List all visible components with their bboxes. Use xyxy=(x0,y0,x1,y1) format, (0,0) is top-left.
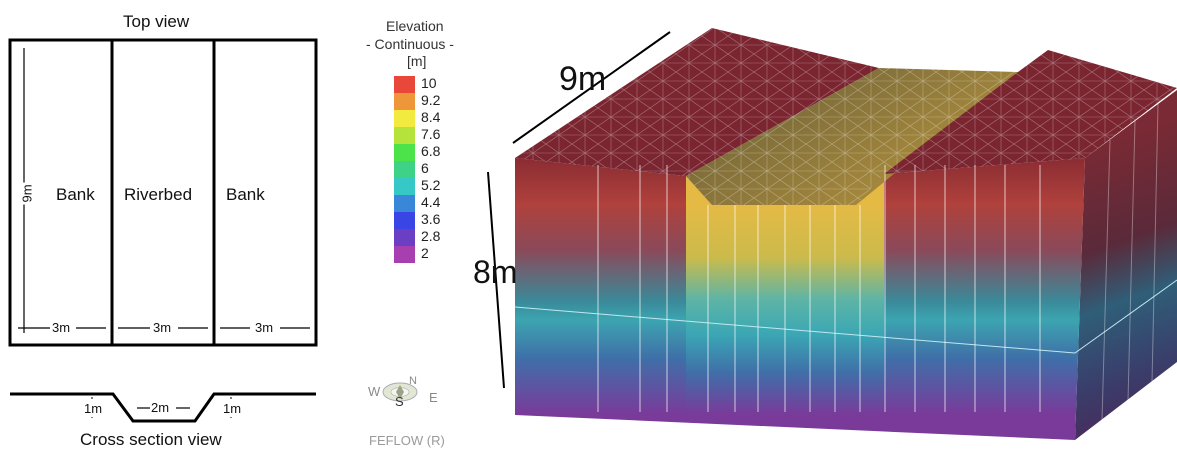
compass-east: E xyxy=(429,390,438,405)
legend-unit: [m] xyxy=(407,53,427,69)
model-3d-drawing xyxy=(487,28,1177,440)
legend-value: 7.6 xyxy=(421,126,441,142)
software-label: FEFLOW (R) xyxy=(369,433,445,448)
legend-swatch xyxy=(394,246,415,263)
width-dimension-label-1: 3m xyxy=(52,320,71,335)
legend-swatch xyxy=(394,110,415,127)
compass: W N S E xyxy=(368,375,448,416)
legend-value: 2 xyxy=(421,245,429,261)
top-view-panel: Top view Bank Riverbed Bank 9m 3m 3m 3m xyxy=(0,0,330,360)
legend-swatch xyxy=(394,93,415,110)
legend-value: 6.8 xyxy=(421,143,441,159)
legend-swatch xyxy=(394,229,415,246)
width-dimension-label-2: 3m xyxy=(153,320,172,335)
legend-subtitle: - Continuous - xyxy=(366,36,454,52)
compass-rose-icon xyxy=(382,382,418,402)
legend-swatch xyxy=(394,178,415,195)
legend-swatch xyxy=(394,212,415,229)
width-dimension-label-3: 3m xyxy=(255,320,274,335)
cross-section-panel: 1m 2m 1m Cross section view xyxy=(0,380,330,453)
compass-west: W xyxy=(368,384,381,399)
cross-dim-label-center: 2m xyxy=(151,400,170,415)
zone-label-bank-right: Bank xyxy=(226,185,265,204)
model-length-label: 9m xyxy=(559,60,607,98)
legend-value: 3.6 xyxy=(421,211,441,227)
cross-dim-label-left: 1m xyxy=(84,401,103,416)
legend-swatch xyxy=(394,144,415,161)
legend-value: 4.4 xyxy=(421,194,441,210)
legend-value: 2.8 xyxy=(421,228,441,244)
zone-label-bank-left: Bank xyxy=(56,185,95,204)
legend-swatch xyxy=(394,127,415,144)
cross-section-title: Cross section view xyxy=(80,430,222,449)
model-3d-view: 9m 8m xyxy=(470,0,1177,453)
height-dimension-label: 9m xyxy=(19,182,35,205)
top-view-title: Top view xyxy=(123,12,190,31)
top-view-drawing xyxy=(8,38,318,347)
legend-title: Elevation xyxy=(386,18,444,34)
zone-label-riverbed: Riverbed xyxy=(124,185,193,204)
model-depth-label: 8m xyxy=(473,254,518,290)
legend-value: 6 xyxy=(421,160,429,176)
compass-south: S xyxy=(395,394,404,409)
legend-value: 9.2 xyxy=(421,92,441,108)
legend-value: 5.2 xyxy=(421,177,441,193)
legend-swatch xyxy=(394,161,415,178)
legend-value: 8.4 xyxy=(421,109,441,125)
legend-swatch xyxy=(394,195,415,212)
compass-north: N xyxy=(409,375,417,387)
cross-dim-label-right: 1m xyxy=(223,401,242,416)
legend-swatch xyxy=(394,76,415,93)
legend-value: 10 xyxy=(421,75,437,91)
